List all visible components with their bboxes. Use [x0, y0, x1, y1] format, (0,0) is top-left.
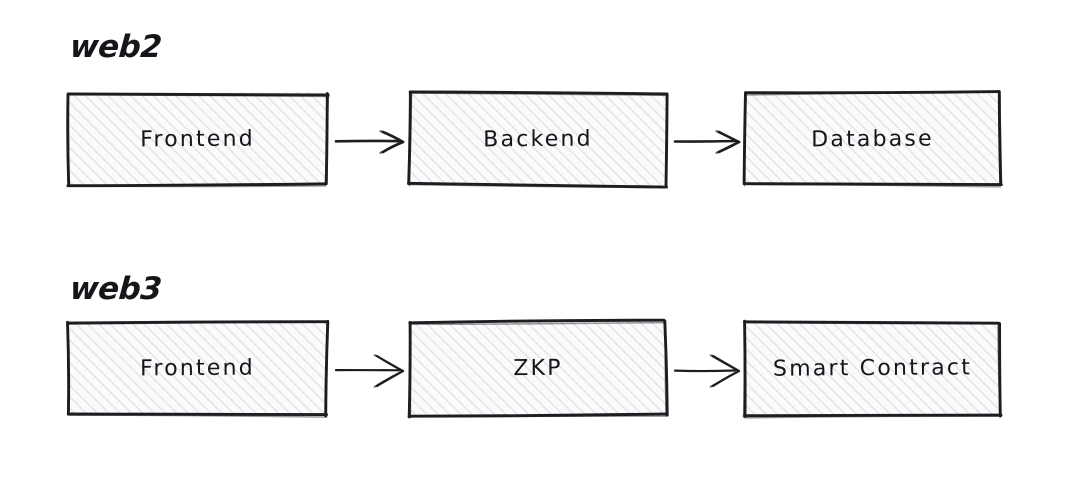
node-box-web3-frontend-edge [66, 320, 71, 416]
node-box-web3-frontend-edge [67, 321, 329, 325]
node-box-web2-frontend-group [66, 92, 330, 188]
arrow-web3-arrow-2-shaft [673, 369, 737, 373]
node-box-web3-zkp-fill [409, 321, 667, 416]
arrow-web2-arrow-2-shaft [673, 139, 738, 143]
node-box-web2-frontend-fill [67, 92, 328, 186]
node-box-web3-frontend-edge [325, 321, 329, 418]
node-box-web2-frontend-edge [66, 92, 71, 187]
node-box-web3-smart-contract-group [742, 319, 1003, 419]
node-box-web2-frontend-edge [66, 92, 330, 97]
node-box-web3-frontend-group [66, 319, 330, 418]
node-box-web3-zkp-edge [407, 320, 412, 419]
node-box-web2-frontend-edge [68, 185, 327, 188]
node-box-web3-zkp-edge [664, 320, 667, 417]
node-box-web3-smart-contract-fill [744, 321, 1001, 416]
arrow-web3-arrow-2-head-lower [709, 370, 740, 388]
node-box-web2-database-group [742, 90, 1003, 188]
arrow-web2-arrow-2-head-lower [715, 140, 741, 154]
node-box-web2-backend-edge [409, 92, 668, 97]
node-box-web3-zkp-edge [407, 412, 669, 418]
section-label-web3: web3 [68, 271, 163, 307]
node-box-web3-smart-contract-edge [744, 321, 1001, 325]
node-box-web2-backend-edge [408, 90, 669, 96]
node-box-web3-zkp-edge [408, 322, 412, 419]
arrow-web2-arrow-2-group [673, 130, 741, 154]
node-box-web3-frontend-edge [67, 322, 70, 415]
node-box-web2-database-edge [744, 183, 1002, 188]
node-box-web2-database-fill [744, 92, 1001, 186]
arrow-web2-arrow-1-group [334, 130, 405, 154]
node-box-web3-smart-contract-edge [997, 324, 1001, 417]
arrow-web3-arrow-2-group [673, 354, 741, 388]
node-box-web2-database-edge [745, 91, 1000, 96]
node-box-web3-zkp-edge [663, 319, 669, 417]
node-box-web2-frontend-edge [324, 95, 330, 186]
node-box-web3-frontend-edge [67, 414, 328, 418]
node-box-web3-frontend-fill [67, 321, 328, 416]
section-label-web2: web2 [68, 29, 163, 65]
node-box-web2-database-edge [742, 91, 747, 186]
node-box-web3-frontend-edge [324, 319, 330, 418]
arrow-web2-arrow-1-head-upper [379, 130, 405, 144]
node-box-web2-database-edge [743, 93, 747, 187]
node-box-web3-zkp-edge [410, 321, 666, 326]
node-box-web3-frontend-edge [66, 412, 328, 417]
node-box-web2-database-edge [997, 90, 1003, 186]
arrow-web2-arrow-2-head-upper [715, 130, 741, 144]
node-box-web2-backend-edge [407, 181, 668, 189]
node-box-web3-smart-contract-edge [743, 320, 1001, 325]
node-box-web3-zkp-group [407, 318, 669, 419]
node-box-web2-frontend-edge [66, 182, 327, 188]
node-box-web2-database-edge [999, 90, 1003, 187]
node-box-web2-backend-edge [408, 183, 666, 189]
node-box-web2-backend-edge [664, 92, 669, 188]
node-box-web2-database-edge [744, 182, 1003, 187]
arrow-web3-arrow-1-group [334, 354, 405, 388]
node-box-web3-smart-contract-edge [742, 320, 746, 419]
arrow-web3-arrow-2-head-upper [709, 354, 740, 372]
shape-layer [66, 90, 1003, 419]
node-box-web2-backend-group [407, 90, 669, 189]
node-box-web3-smart-contract-edge [998, 322, 1002, 418]
node-box-web2-frontend-edge [66, 93, 330, 98]
arrow-web3-arrow-1-head-upper [373, 354, 404, 372]
arrow-web3-arrow-1-head-lower [373, 370, 404, 388]
node-box-web3-smart-contract-edge [744, 415, 1002, 419]
node-box-web2-frontend-edge [324, 92, 329, 186]
node-box-web2-backend-edge [408, 91, 413, 187]
arrow-web2-arrow-1-head-lower [379, 140, 405, 154]
node-box-web3-zkp-edge [408, 318, 666, 325]
node-box-web3-smart-contract-edge [743, 413, 1003, 418]
node-box-web2-backend-edge [407, 90, 412, 186]
node-box-web3-frontend-edge [66, 320, 329, 325]
node-box-web2-database-edge [743, 90, 1001, 95]
node-box-web2-backend-fill [409, 92, 667, 186]
